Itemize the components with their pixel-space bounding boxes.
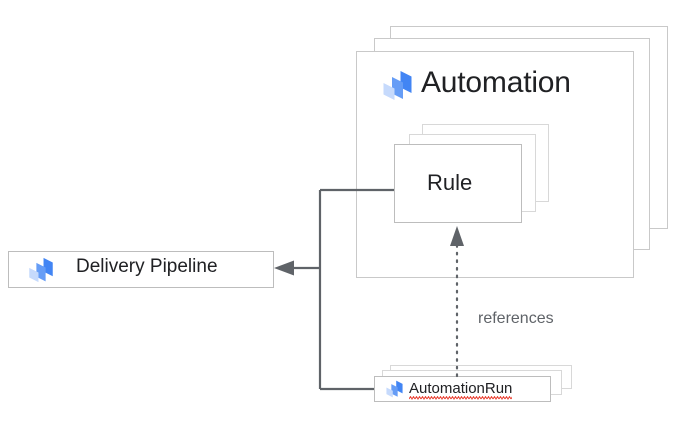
delivery-pipeline-label: Delivery Pipeline bbox=[76, 256, 218, 277]
cloud-deploy-icon bbox=[29, 257, 53, 283]
automation-run-label: AutomationRun bbox=[409, 380, 513, 400]
rule-label: Rule bbox=[427, 170, 473, 195]
cloud-deploy-icon bbox=[383, 71, 412, 100]
automation-run-label-text: AutomationRun bbox=[409, 380, 513, 400]
automation-label: Automation bbox=[421, 66, 571, 99]
rule-node[interactable] bbox=[394, 144, 522, 223]
edge-label-references: references bbox=[478, 310, 554, 327]
arrowhead-delivery-pipeline bbox=[274, 260, 294, 276]
cloud-deploy-icon bbox=[386, 380, 403, 398]
